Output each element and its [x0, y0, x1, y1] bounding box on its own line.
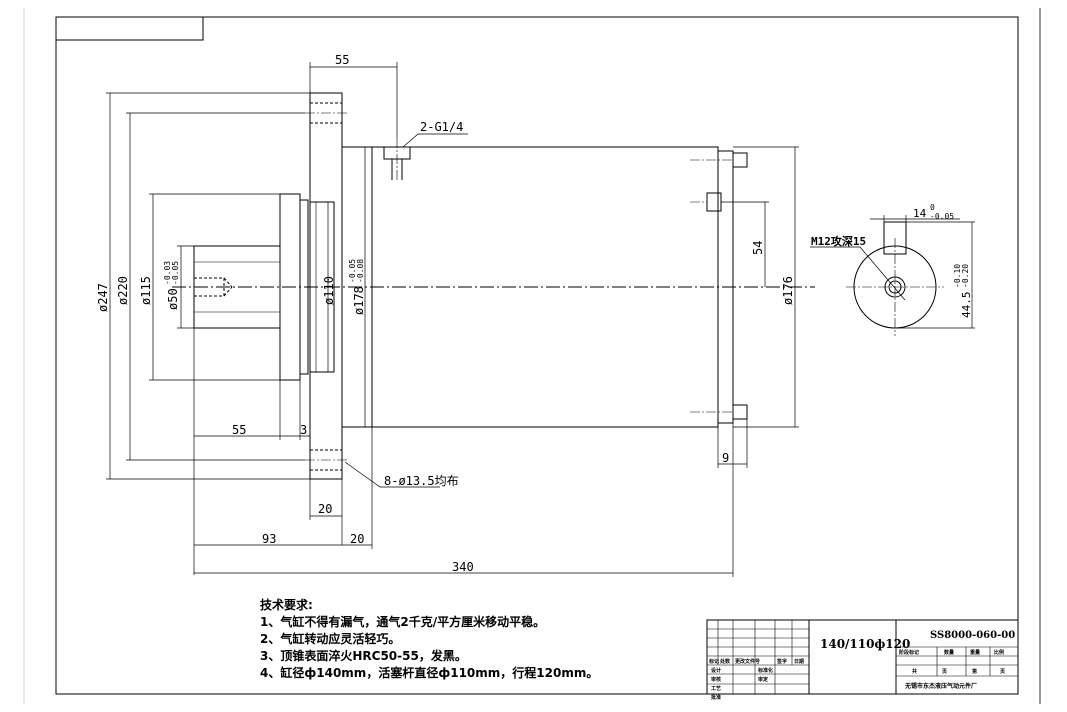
dim-93: 93	[262, 532, 276, 546]
dim-9: 9	[722, 451, 729, 465]
header-sign: 签字	[776, 658, 787, 665]
requirement-item: 3、顶锥表面淬火HRC50-55，发黑。	[260, 649, 467, 663]
sheet-no: 第	[972, 668, 977, 675]
key-width-tol-lo: -0.05	[930, 212, 954, 221]
key-depth-tol-lo: -0.20	[961, 264, 970, 288]
section-text: 14 0 -0.05 M12攻深15 44.5 -0.10 -0.20	[811, 203, 973, 318]
dimension-text: 55 2-G1/4 ø247 ø220 ø115 ø50 -0.03 -0.05…	[96, 53, 795, 574]
stage-scale: 比例	[994, 649, 1004, 656]
row-check: 审核	[711, 676, 721, 683]
dim-247: ø247	[96, 283, 110, 312]
cap-bolt-mid	[706, 192, 722, 212]
cap-bolt-bottom	[732, 404, 748, 420]
header-mark: 标记	[708, 658, 719, 665]
row-process: 工艺	[711, 685, 721, 692]
corner-box	[56, 17, 204, 41]
dim-176: ø176	[781, 276, 795, 305]
cell-standard: 标准化	[757, 667, 773, 674]
section-view	[810, 215, 975, 336]
requirement-item: 1、气缸不得有漏气，通气2千克/平方厘米移动平稳。	[260, 615, 546, 629]
spec-text: 140/110ф120	[820, 637, 910, 651]
dim-55-shaft: 55	[232, 423, 246, 437]
dim-178: ø178	[352, 286, 366, 315]
title-block-text: 140/110ф120 SS8000-060-00 无锡市东杰液压气动元件厂 标…	[708, 630, 1015, 701]
dim-340: 340	[452, 560, 474, 574]
dim-55-top: 55	[335, 53, 349, 67]
key-depth: 44.5	[960, 292, 973, 319]
tap-label: M12攻深15	[811, 234, 866, 248]
dim-50-tol-up: -0.03	[163, 261, 172, 285]
dim-20-body: 20	[350, 532, 364, 546]
key-depth-tol-up: -0.10	[953, 264, 962, 288]
drawing-border	[55, 16, 1019, 695]
end-cap	[717, 150, 734, 424]
dim-178-tol-lo: -0.08	[356, 259, 365, 283]
sheet-page2: 页	[1000, 668, 1005, 675]
row-design: 设计	[711, 667, 721, 674]
dim-port: 2-G1/4	[420, 120, 463, 134]
row-approve: 批准	[711, 694, 721, 701]
dim-220: ø220	[116, 276, 130, 305]
dim-54: 54	[751, 241, 765, 255]
header-change: 更改文件号	[735, 658, 760, 665]
requirement-item: 2、气缸转动应灵活轻巧。	[260, 632, 401, 646]
header-count: 处数	[719, 658, 731, 665]
key-width: 14	[913, 207, 927, 220]
dimension-lines	[106, 62, 799, 577]
technical-requirements: 技术要求: 1、气缸不得有漏气，通气2千克/平方厘米移动平稳。 2、气缸转动应灵…	[260, 597, 598, 682]
stage-qty: 数量	[944, 649, 954, 656]
tapped-hole	[193, 277, 225, 297]
dim-178-tol-up: -0.05	[348, 259, 357, 283]
cap-bolt-top	[732, 152, 748, 168]
dim-bolt-holes: 8-ø13.5均布	[384, 474, 459, 488]
stage-weight: 重量	[970, 649, 980, 656]
dim-50-tol-lo: -0.05	[171, 261, 180, 285]
dim-20-flange: 20	[318, 502, 332, 516]
company-name: 无锡市东杰液压气动元件厂	[904, 682, 977, 690]
dim-3: 3	[300, 423, 307, 437]
dim-50: ø50	[166, 288, 180, 310]
title-block	[706, 619, 1019, 695]
key-width-tol-up: 0	[930, 203, 935, 212]
header-date: 日期	[794, 658, 804, 665]
drawing-number: SS8000-060-00	[930, 630, 1015, 641]
main-view	[172, 92, 815, 480]
stage-mark: 阶段标记	[899, 649, 919, 656]
sheet-total: 共	[912, 668, 917, 675]
requirements-title: 技术要求:	[260, 598, 313, 612]
requirement-item: 4、缸径ф140mm，活塞杆直径ф110mm，行程120mm。	[260, 666, 599, 680]
cell-review: 审定	[758, 676, 768, 683]
dim-115: ø115	[139, 276, 153, 305]
sheet-page1: 页	[942, 668, 947, 675]
dim-110: ø110	[322, 276, 336, 305]
